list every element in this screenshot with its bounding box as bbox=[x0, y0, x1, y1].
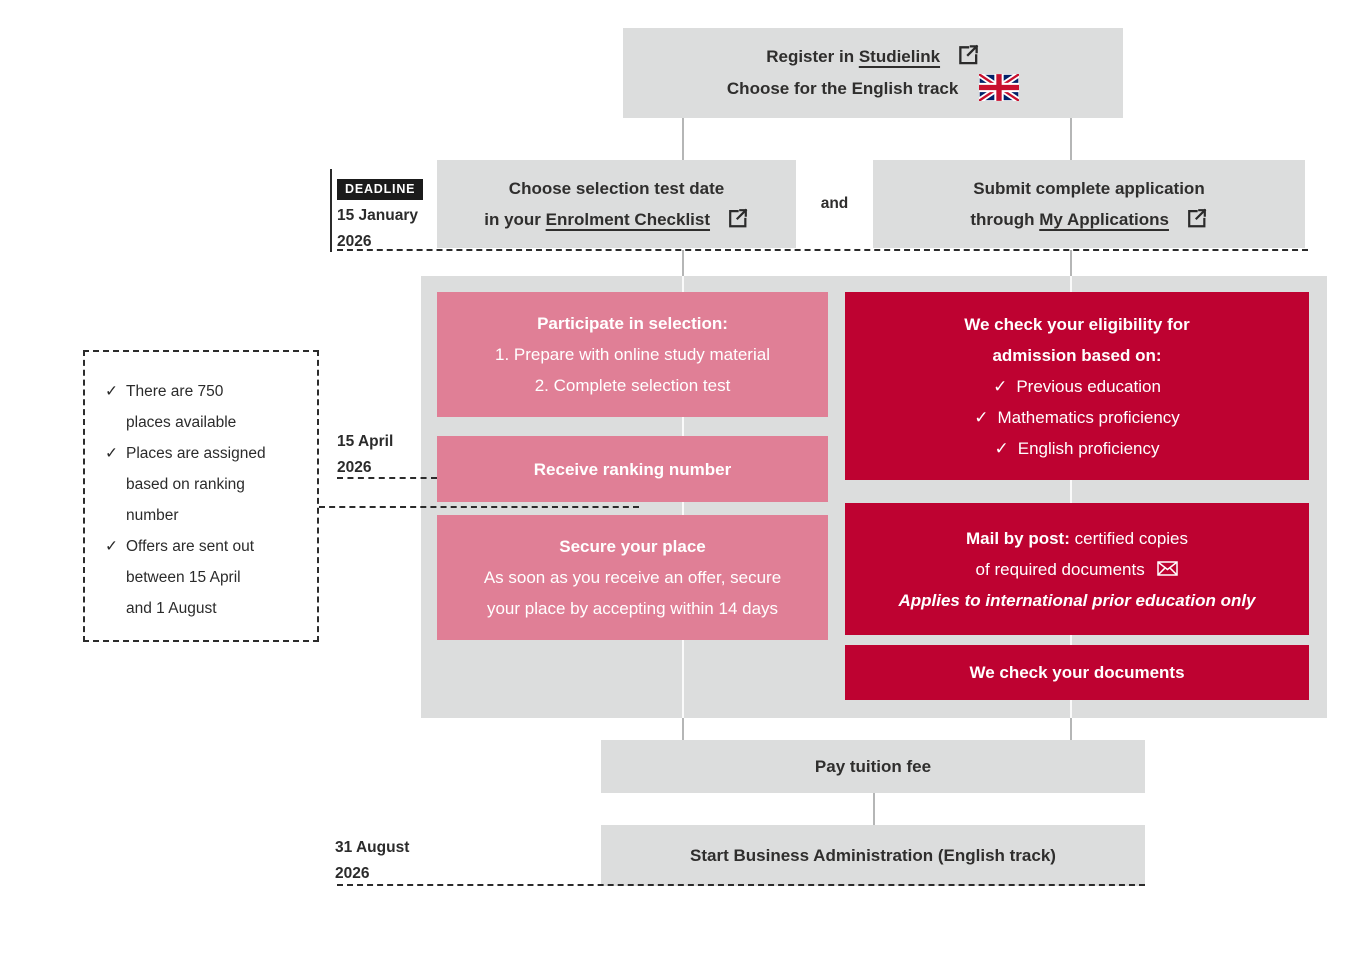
connector-line bbox=[1070, 276, 1072, 718]
mail-documents-text: of required documents bbox=[975, 559, 1145, 579]
external-link-icon[interactable] bbox=[727, 207, 749, 229]
check-icon: ✓ bbox=[105, 538, 118, 555]
deadline-badge: DEADLINE bbox=[337, 179, 424, 200]
eligibility-item: ✓ Mathematics proficiency bbox=[974, 402, 1180, 433]
deadline-january-dashed-line bbox=[337, 249, 1308, 251]
callout-item: ✓ There are 750 places available bbox=[105, 376, 311, 438]
mail-title-line: Mail by post: certified copies bbox=[966, 523, 1188, 554]
external-link-icon[interactable] bbox=[957, 43, 980, 66]
register-text: Register in bbox=[766, 47, 859, 66]
callout-item-text: There are 750 places available bbox=[126, 383, 237, 431]
participate-step2: 2. Complete selection test bbox=[534, 376, 731, 395]
eligibility-item-text: Mathematics proficiency bbox=[997, 407, 1180, 427]
april-date: 15 April bbox=[337, 433, 394, 450]
participate-step1: 1. Prepare with online study material bbox=[495, 345, 770, 364]
connector-line bbox=[682, 118, 684, 160]
ranking-number-title: Receive ranking number bbox=[533, 459, 732, 479]
secure-place-title: Secure your place bbox=[559, 537, 706, 556]
uk-flag-icon bbox=[977, 71, 1021, 104]
check-icon: ✓ bbox=[105, 383, 118, 400]
pay-tuition-box: Pay tuition fee bbox=[601, 740, 1145, 793]
eligibility-item: ✓ English proficiency bbox=[995, 433, 1160, 464]
april-dashed-line bbox=[337, 477, 437, 479]
through-prefix-text: through bbox=[970, 210, 1040, 229]
deadline-january-date: 15 January bbox=[337, 207, 418, 224]
secure-place-box: Secure your place As soon as you receive… bbox=[437, 515, 828, 640]
callout-item: ✓ Places are assigned based on ranking n… bbox=[105, 438, 311, 531]
eligibility-title-line1: We check your eligibility for bbox=[964, 314, 1190, 334]
check-icon: ✓ bbox=[105, 445, 118, 462]
eligibility-item-text: Previous education bbox=[1016, 376, 1161, 396]
start-programme-box: Start Business Administration (English t… bbox=[601, 825, 1145, 886]
choose-test-date-box: Choose selection test date in your Enrol… bbox=[437, 160, 796, 248]
ranking-number-box: Receive ranking number bbox=[437, 436, 828, 502]
callout-item-text: Offers are sent out between 15 April and… bbox=[126, 538, 255, 617]
choose-test-date-text: Choose selection test date bbox=[508, 179, 725, 198]
callout-item: ✓ Offers are sent out between 15 April a… bbox=[105, 531, 311, 624]
process-container: Participate in selection: 1. Prepare wit… bbox=[421, 276, 1327, 718]
callout-item-text: Places are assigned based on ranking num… bbox=[126, 445, 266, 524]
submit-application-text: Submit complete application bbox=[973, 179, 1205, 198]
my-applications-line: through My Applications bbox=[970, 204, 1207, 235]
participate-selection-box: Participate in selection: 1. Prepare wit… bbox=[437, 292, 828, 417]
august-date-label: 31 August 2026 bbox=[335, 835, 409, 887]
mail-by-post-box: Mail by post: certified copies of requir… bbox=[845, 503, 1309, 635]
connector-line bbox=[1070, 250, 1072, 276]
mail-documents-line: of required documents bbox=[976, 554, 1179, 585]
deadline-bracket-line bbox=[330, 169, 332, 252]
april-year: 2026 bbox=[337, 459, 372, 476]
secure-place-line2: your place by accepting within 14 days bbox=[486, 599, 779, 618]
deadline-january-year: 2026 bbox=[337, 233, 372, 250]
mail-title-rest: certified copies bbox=[1069, 528, 1189, 548]
envelope-icon bbox=[1157, 560, 1179, 576]
pay-tuition-label: Pay tuition fee bbox=[814, 757, 932, 776]
eligibility-check-box: We check your eligibility for admission … bbox=[845, 292, 1309, 480]
connector-line bbox=[1070, 718, 1072, 740]
documents-check-title: We check your documents bbox=[969, 663, 1185, 682]
and-label: and bbox=[820, 195, 849, 212]
connector-line bbox=[682, 250, 684, 276]
start-programme-label: Start Business Administration (English t… bbox=[690, 846, 1056, 865]
connector-line bbox=[873, 793, 875, 825]
enrolment-checklist-line: in your Enrolment Checklist bbox=[484, 204, 749, 235]
external-link-icon[interactable] bbox=[1186, 207, 1208, 229]
register-studielink-box: Register in Studielink Choose for the En… bbox=[623, 28, 1123, 118]
eligibility-item-text: English proficiency bbox=[1017, 438, 1160, 458]
secure-place-line1: As soon as you receive an offer, secure bbox=[483, 568, 782, 587]
studielink-link[interactable]: Studielink bbox=[858, 47, 941, 66]
register-line: Register in Studielink bbox=[766, 41, 980, 73]
submit-application-box: Submit complete application through My A… bbox=[873, 160, 1305, 248]
participate-title: Participate in selection: bbox=[537, 314, 728, 333]
deadline-january-label: 15 January 2026 bbox=[337, 203, 418, 255]
my-applications-link[interactable]: My Applications bbox=[1039, 210, 1169, 229]
check-icon: ✓ bbox=[993, 376, 1008, 396]
eligibility-item: ✓ Previous education bbox=[993, 371, 1161, 402]
enrolment-checklist-link[interactable]: Enrolment Checklist bbox=[545, 210, 711, 229]
eligibility-title-line2: admission based on: bbox=[992, 345, 1162, 365]
english-track-text: Choose for the English track bbox=[726, 79, 959, 98]
english-track-line: Choose for the English track bbox=[726, 71, 1021, 105]
august-dashed-line bbox=[337, 884, 1145, 886]
check-icon: ✓ bbox=[994, 438, 1009, 458]
documents-check-box: We check your documents bbox=[845, 645, 1309, 700]
connector-line bbox=[682, 718, 684, 740]
connector-line bbox=[1070, 118, 1072, 160]
august-year: 2026 bbox=[335, 865, 370, 882]
mail-title-bold: Mail by post: bbox=[965, 528, 1070, 548]
august-date: 31 August bbox=[335, 839, 410, 856]
callout-connector-dashed-line bbox=[319, 506, 639, 508]
april-date-label: 15 April 2026 bbox=[337, 429, 393, 481]
enrolment-prefix-text: in your bbox=[484, 210, 546, 229]
mail-note-italic: Applies to international prior education… bbox=[898, 590, 1256, 610]
places-info-callout: ✓ There are 750 places available ✓ Place… bbox=[83, 350, 319, 642]
check-icon: ✓ bbox=[974, 407, 989, 427]
